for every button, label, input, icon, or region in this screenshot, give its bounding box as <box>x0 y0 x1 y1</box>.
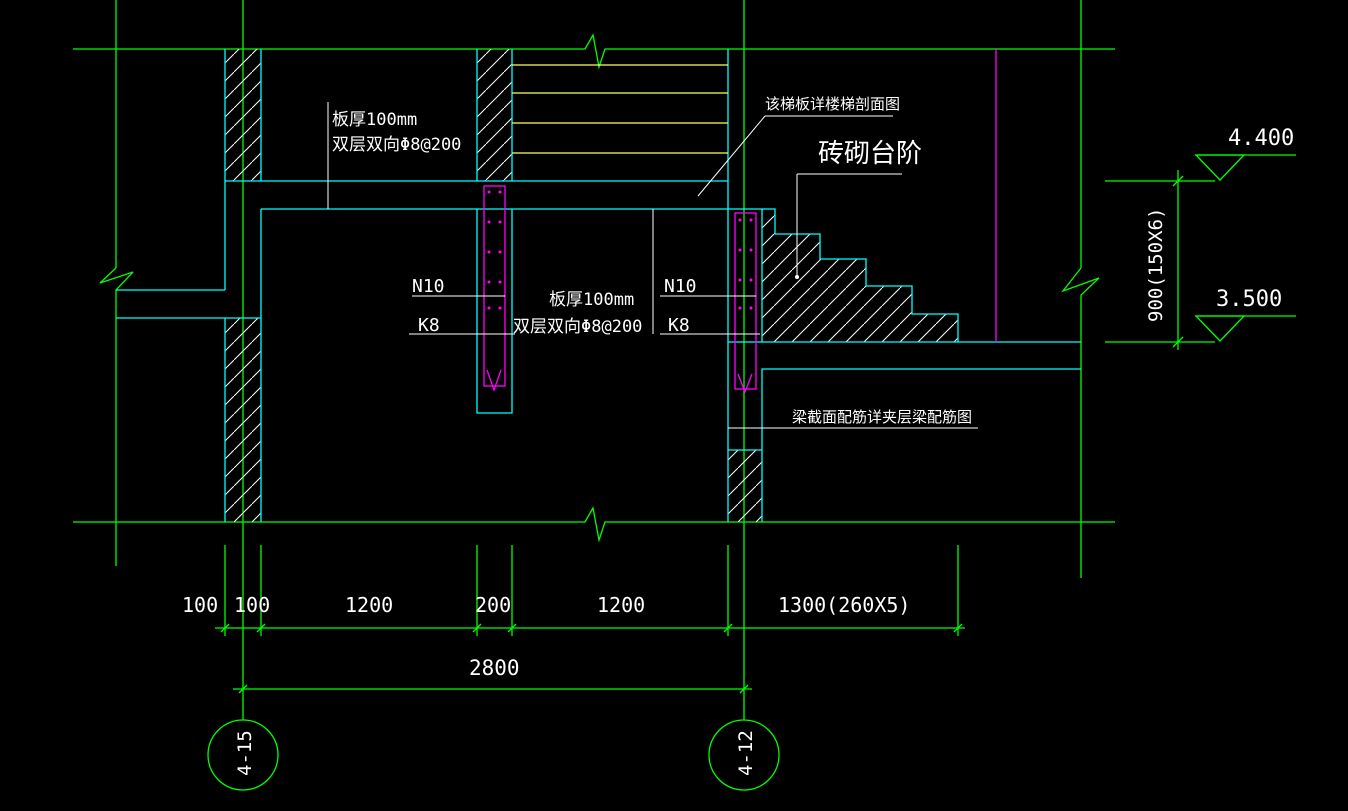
dim-1200-a: 1200 <box>345 593 393 617</box>
dim-1300: 1300(260X5) <box>778 593 910 617</box>
structure-outline <box>116 49 1081 522</box>
slab-note-left-1: 板厚100mm <box>332 110 417 130</box>
brick-steps-note: 砖砌台阶 <box>818 139 922 169</box>
stair-reference-note: 该梯板详楼梯剖面图 <box>765 95 900 113</box>
slab-note-mid-1: 板厚100mm <box>549 290 634 310</box>
beam-reference-note: 梁截面配筋详夹层梁配筋图 <box>792 408 972 426</box>
height-dimension: 900(150X6) <box>1145 208 1167 322</box>
dim-200: 200 <box>475 593 511 617</box>
rebar-label-k8-right: K8 <box>668 315 690 336</box>
axis-label-4-15: 4-15 <box>234 730 256 776</box>
dim-100-b: 100 <box>234 593 270 617</box>
level-lower: 3.500 <box>1216 287 1282 312</box>
dim-2800: 2800 <box>469 656 520 680</box>
rebar-dots <box>487 190 753 310</box>
rebar <box>483 49 997 394</box>
dim-100-a: 100 <box>182 593 218 617</box>
leader-dot <box>795 275 799 279</box>
level-upper: 4.400 <box>1228 126 1294 151</box>
leader-lines <box>327 102 978 429</box>
dim-1200-b: 1200 <box>597 593 645 617</box>
rebar-label-n10-left: N10 <box>412 276 445 297</box>
grid-lines <box>73 0 1296 791</box>
rebar-label-k8-left: K8 <box>418 315 440 336</box>
rebar-label-n10-right: N10 <box>664 276 697 297</box>
stair-lines <box>512 64 728 154</box>
slab-note-left-2: 双层双向Φ8@200 <box>332 135 461 155</box>
slab-note-mid-2: 双层双向Φ8@200 <box>513 317 642 337</box>
axis-label-4-12: 4-12 <box>735 730 757 776</box>
